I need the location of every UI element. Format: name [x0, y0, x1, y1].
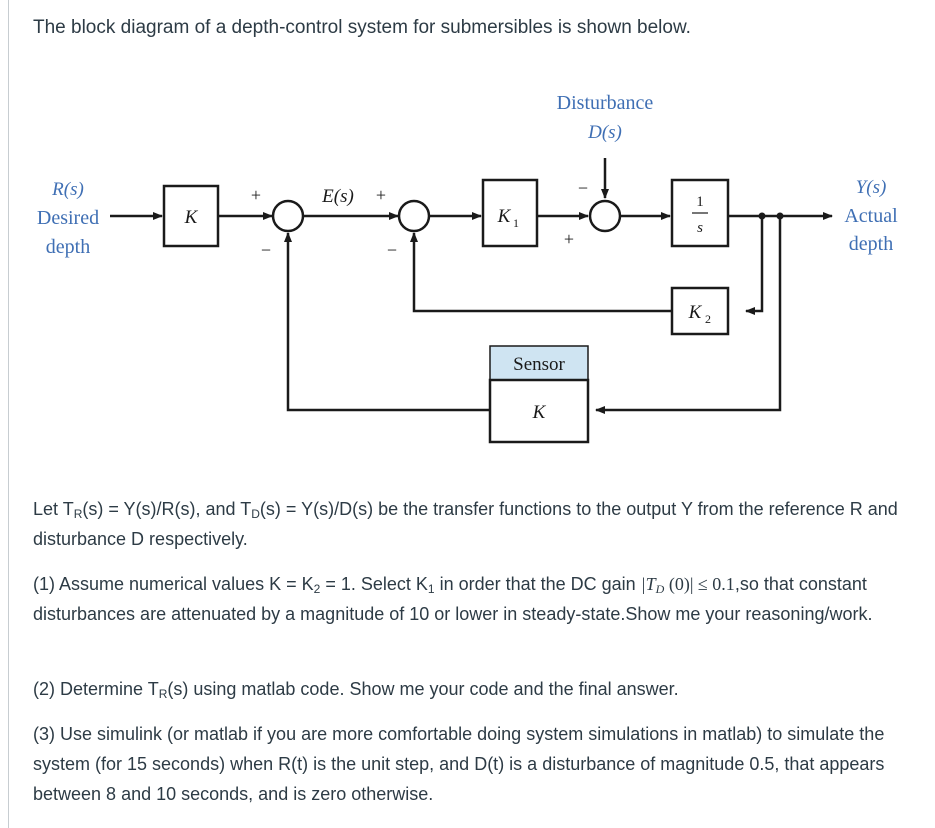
gain-k2-label: K — [688, 302, 703, 323]
q1-part-d: ,so that constant disturbances are atten… — [33, 574, 873, 624]
input-symbol: R(s) — [51, 179, 84, 200]
q1-subscript-1: 1 — [427, 582, 435, 596]
gain-k2-subscript: 2 — [705, 312, 711, 326]
k2-to-sum2-path — [410, 232, 672, 313]
transfer-function-paragraph: Let TR(s) = Y(s)/R(s), and TD(s) = Y(s)/… — [33, 494, 913, 554]
sum3-minus-sign: − — [578, 178, 588, 198]
sum2-plus-sign: + — [376, 185, 386, 205]
p1-part-c: (s) = Y(s)/D(s) be the transfer function… — [33, 499, 898, 549]
sum1-plus-sign: + — [251, 185, 261, 205]
math-part-b: (0)| ≤ 0.1 — [664, 574, 735, 594]
output-label-line2: depth — [849, 233, 893, 255]
disturbance-symbol: D(s) — [587, 122, 622, 143]
disturbance-label: Disturbance — [557, 92, 654, 114]
p1-part-a: Let T — [33, 499, 74, 519]
gain-k-label: K — [184, 207, 199, 228]
input-label-line1: Desired — [37, 207, 99, 229]
gain-k-block — [162, 184, 220, 248]
content-frame — [8, 0, 934, 828]
question-1: (1) Assume numerical values K = K2 = 1. … — [33, 569, 913, 629]
inner-feedback-path — [745, 216, 764, 315]
intro-text: The block diagram of a depth-control sys… — [33, 17, 691, 38]
question-2: (2) Determine TR(s) using matlab code. S… — [33, 674, 913, 704]
output-label-line1: Actual — [844, 205, 898, 227]
gain-k1-label: K — [497, 206, 512, 227]
sensor-to-sum1-path — [284, 232, 490, 412]
gain-k1-subscript: 1 — [513, 216, 519, 230]
sensor-block — [488, 378, 590, 444]
sensor-header — [489, 345, 589, 381]
sum2-minus-sign: − — [387, 240, 397, 260]
math-subscript-d: D — [655, 582, 665, 596]
block-diagram: R(s) Desired depth K + − E(s) + − K 1 Di… — [37, 92, 898, 444]
q1-part-a: (1) Assume numerical values K = K — [33, 574, 314, 594]
error-label: E(s) — [321, 186, 354, 207]
summing-junction-3 — [588, 199, 622, 233]
summing-junction-2 — [397, 199, 431, 233]
gain-k1-block — [481, 178, 539, 248]
p1-subscript-r: R — [73, 507, 83, 521]
dc-gain-math: |TD (0)| ≤ 0.1 — [640, 574, 735, 596]
q1-part-c: in order that the DC gain — [434, 574, 641, 594]
q2-part-b: (s) using matlab code. Show me your code… — [167, 679, 679, 699]
sum1-minus-sign: − — [261, 240, 271, 260]
outer-feedback-path — [595, 216, 782, 414]
sensor-title: Sensor — [513, 354, 565, 375]
q2-subscript-r: R — [158, 687, 168, 701]
sum3-plus-sign: + — [564, 229, 574, 249]
q1-part-b: = 1. Select K — [320, 574, 428, 594]
input-label-line2: depth — [46, 236, 90, 258]
p1-subscript-d: D — [251, 507, 260, 521]
q2-part-a: (2) Determine T — [33, 679, 159, 699]
output-symbol: Y(s) — [856, 177, 887, 198]
integrator-numerator: 1 — [696, 194, 704, 210]
integrator-denominator: s — [697, 220, 703, 236]
sensor-gain-label: K — [532, 402, 547, 423]
math-part-a: |T — [640, 574, 656, 594]
q1-subscript-2: 2 — [313, 582, 321, 596]
question-3: (3) Use simulink (or matlab if you are m… — [33, 724, 885, 804]
summing-junction-1 — [271, 199, 305, 233]
p1-part-b: (s) = Y(s)/R(s), and T — [82, 499, 252, 519]
